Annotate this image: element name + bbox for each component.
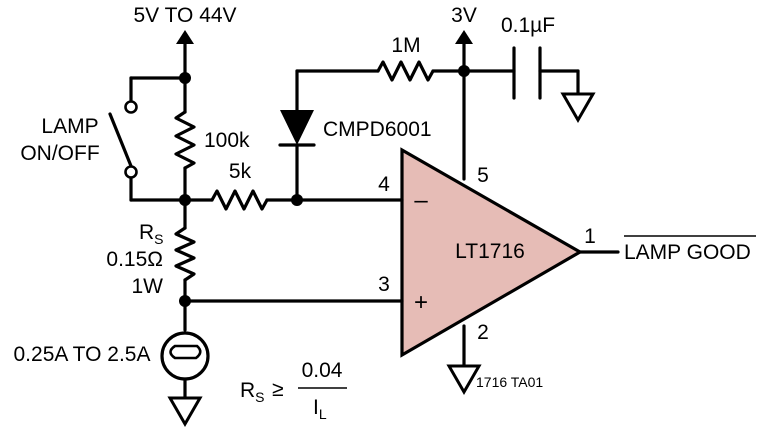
supply-3v-label: 3V	[451, 4, 477, 27]
supply-label: 5V TO 44V	[133, 4, 236, 27]
switch-contact-top	[124, 100, 138, 114]
switch-blade	[108, 112, 133, 168]
comparator-body	[400, 147, 584, 358]
figure-code: 1716 TA01	[476, 374, 543, 390]
comparator-minus-label: –	[414, 187, 428, 214]
pin-1-label: 1	[584, 225, 596, 248]
equation-lhs: RS	[240, 379, 265, 405]
equation-den-main: I	[313, 396, 319, 419]
diode-icon	[280, 110, 314, 145]
lamp-icon	[160, 331, 210, 381]
resistor-100k-label: 100k	[204, 129, 250, 152]
equation-relation: ≥	[272, 378, 284, 401]
resistor-rs	[174, 226, 196, 282]
rs-power-label: 1W	[132, 275, 164, 298]
rs-label-main: R	[139, 221, 154, 244]
lamp-switch-label: LAMP	[41, 115, 98, 138]
equation-denominator: IL	[313, 396, 327, 422]
rs-value-label: 0.15Ω	[106, 248, 163, 271]
resistor-5k	[210, 189, 269, 211]
supply-3v-arrow-icon	[455, 30, 473, 44]
comparator-plus-label: +	[414, 289, 428, 316]
rs-label-subscript: S	[154, 231, 163, 247]
pin-4-label: 4	[378, 173, 390, 196]
diode-label: CMPD6001	[323, 118, 432, 141]
lamp-filament	[169, 344, 202, 360]
ground-icon-cap	[560, 92, 596, 124]
lamp-switch-label-2: ON/OFF	[20, 142, 99, 165]
output-label: LAMP GOOD	[624, 241, 751, 264]
pin-3-label: 3	[378, 273, 390, 296]
pin-5-label: 5	[477, 164, 489, 187]
comparator-name: LT1716	[455, 240, 525, 263]
ground-icon-comparator	[446, 364, 482, 396]
capacitor-label: 0.1µF	[501, 14, 555, 37]
supply-arrow-icon	[176, 30, 194, 44]
resistor-1m-label: 1M	[391, 34, 420, 57]
resistor-100k	[174, 110, 196, 170]
equation-den-subscript: L	[319, 406, 327, 422]
resistor-1m	[376, 60, 435, 82]
resistor-5k-label: 5k	[229, 160, 252, 183]
equation-lhs-main: R	[240, 379, 255, 402]
switch-contact-bottom	[124, 165, 138, 179]
equation-lhs-subscript: S	[255, 389, 264, 405]
equation-numerator: 0.04	[302, 359, 343, 382]
load-current-label: 0.25A TO 2.5A	[14, 343, 151, 366]
rs-label: RS	[139, 221, 164, 247]
ground-icon-lamp	[167, 396, 203, 428]
pin-2-label: 2	[477, 321, 489, 344]
